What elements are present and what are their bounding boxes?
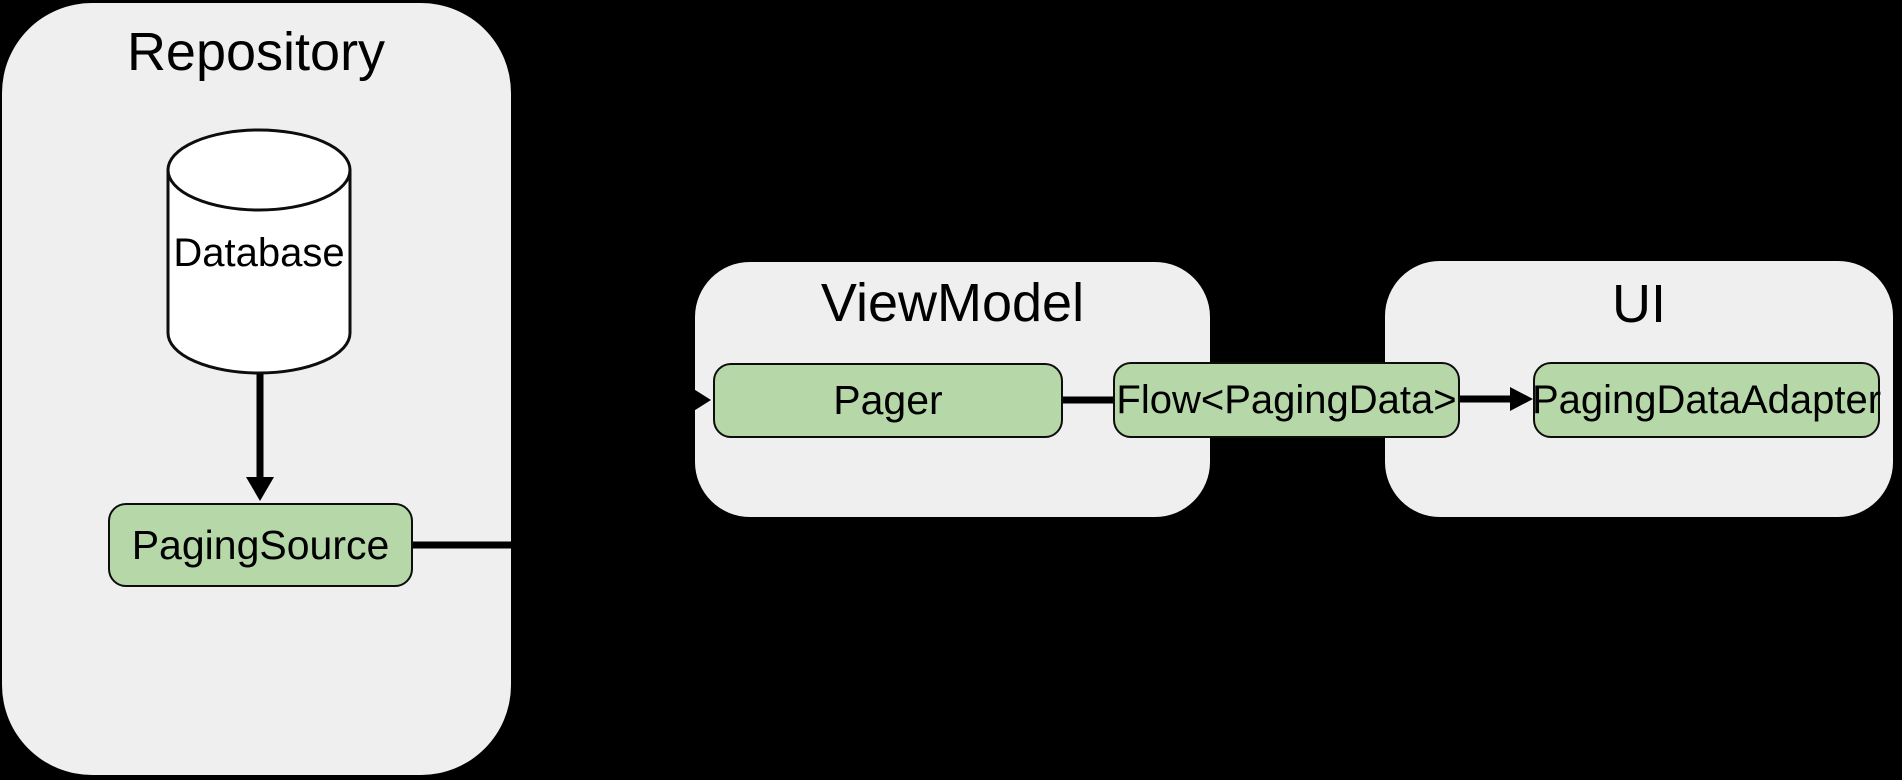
viewmodel-title: ViewModel — [820, 273, 1085, 333]
pager-node: Pager — [713, 363, 1063, 438]
paging-source-label: PagingSource — [131, 521, 390, 568]
paging-data-adapter-node: PagingDataAdapter — [1531, 362, 1882, 438]
repository-title: Repository — [126, 22, 386, 82]
repository-container — [2, 3, 511, 775]
database-cylinder-icon — [166, 128, 352, 375]
ui-title: UI — [1612, 274, 1666, 334]
pager-label: Pager — [833, 377, 943, 423]
database-label: Database — [173, 230, 345, 275]
flow-paging-data-node: Flow<PagingData> — [1113, 362, 1460, 438]
flow-paging-data-label: Flow<PagingData> — [1116, 377, 1457, 422]
paging-data-adapter-label: PagingDataAdapter — [1531, 377, 1882, 422]
paging-source-node: PagingSource — [108, 503, 413, 587]
